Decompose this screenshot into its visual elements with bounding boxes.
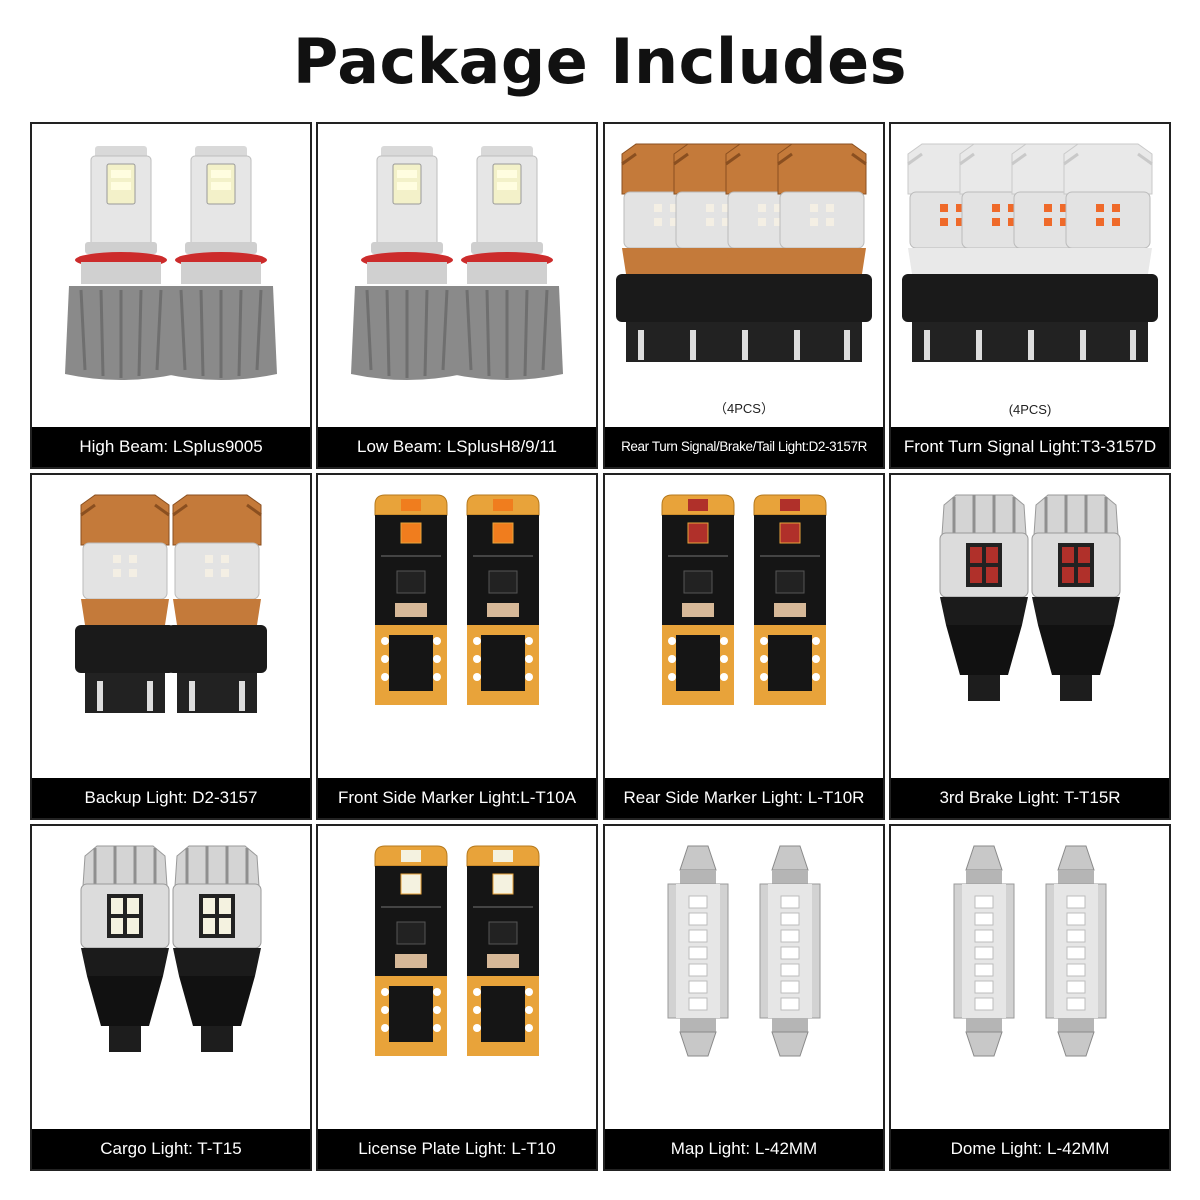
- product-card: （4PCS） Rear Turn Signal/Brake/Tail Light:…: [603, 122, 885, 469]
- product-caption: Front Turn Signal Light:T3-3157D: [891, 427, 1169, 467]
- product-caption: Low Beam: LSplusH8/9/11: [318, 427, 596, 467]
- product-card: License Plate Light: L-T10: [316, 824, 598, 1171]
- headlight-bulb-icon: [32, 124, 310, 427]
- product-caption: Dome Light: L-42MM: [891, 1129, 1169, 1169]
- product-card: 3rd Brake Light: T-T15R: [889, 473, 1171, 820]
- product-card: Backup Light: D2-3157: [30, 473, 312, 820]
- t15-bulb-icon: [891, 475, 1169, 778]
- product-caption: License Plate Light: L-T10: [318, 1129, 596, 1169]
- product-card: Cargo Light: T-T15: [30, 824, 312, 1171]
- product-card: High Beam: LSplus9005: [30, 122, 312, 469]
- product-caption: Front Side Marker Light:L-T10A: [318, 778, 596, 818]
- quantity-label: (4PCS): [1008, 402, 1052, 417]
- product-caption: High Beam: LSplus9005: [32, 427, 310, 467]
- product-caption: Backup Light: D2-3157: [32, 778, 310, 818]
- t10-bulb-icon: [318, 475, 596, 778]
- 3157-bulb-icon: [32, 475, 310, 778]
- product-card: Rear Side Marker Light: L-T10R: [603, 473, 885, 820]
- t10-bulb-icon: [318, 826, 596, 1129]
- product-card: Low Beam: LSplusH8/9/11: [316, 122, 598, 469]
- product-card: Dome Light: L-42MM: [889, 824, 1171, 1171]
- 3157-bulb-icon: [891, 124, 1169, 427]
- 3157-bulb-icon: [605, 124, 883, 427]
- quantity-label: （4PCS）: [714, 401, 774, 416]
- t10-bulb-icon: [605, 475, 883, 778]
- product-caption: Map Light: L-42MM: [605, 1129, 883, 1169]
- headlight-bulb-icon: [318, 124, 596, 427]
- festoon-bulb-icon: [891, 826, 1169, 1129]
- festoon-bulb-icon: [605, 826, 883, 1129]
- product-caption: Rear Turn Signal/Brake/Tail Light:D2-315…: [605, 427, 883, 467]
- t15-bulb-icon: [32, 826, 310, 1129]
- product-card: (4PCS) Front Turn Signal Light:T3-3157D: [889, 122, 1171, 469]
- page-title: Package Includes: [292, 25, 908, 98]
- product-card: Map Light: L-42MM: [603, 824, 885, 1171]
- product-caption: Cargo Light: T-T15: [32, 1129, 310, 1169]
- product-caption: Rear Side Marker Light: L-T10R: [605, 778, 883, 818]
- product-caption: 3rd Brake Light: T-T15R: [891, 778, 1169, 818]
- product-card: Front Side Marker Light:L-T10A: [316, 473, 598, 820]
